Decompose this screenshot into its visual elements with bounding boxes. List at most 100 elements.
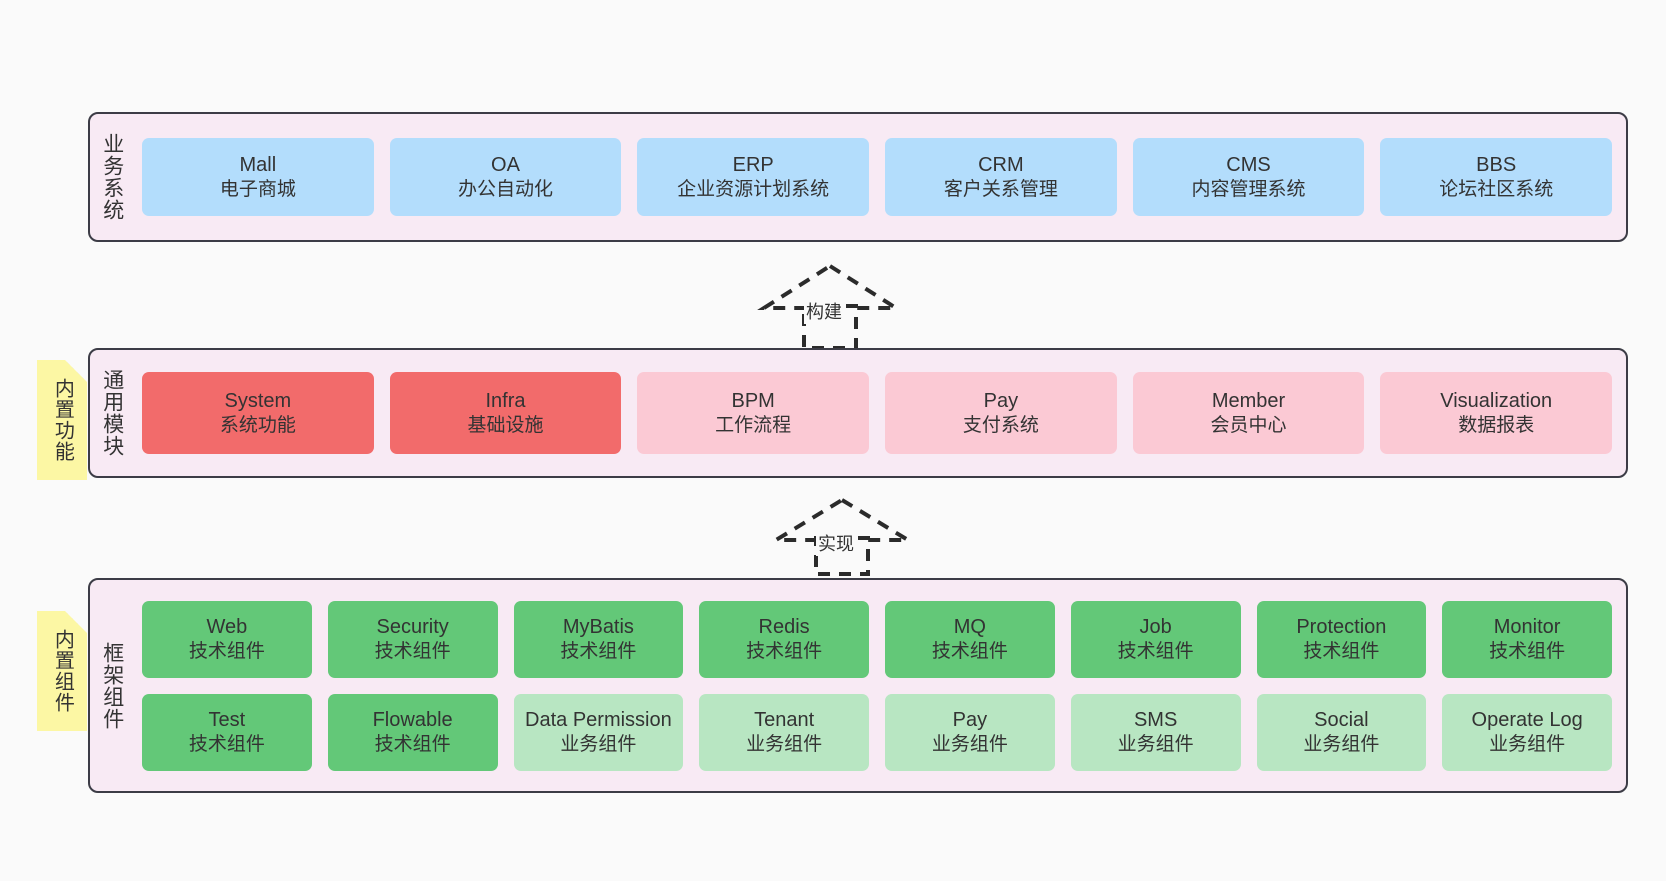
node-title-en: Pay: [983, 389, 1019, 412]
node-title-en: BPM: [731, 389, 775, 412]
node-row: Web 技术组件 Security 技术组件 MyBatis 技术组件 Redi…: [142, 600, 1612, 678]
node-title-en: Monitor: [1493, 615, 1561, 638]
node-title-cn: 技术组件: [374, 733, 451, 755]
sticky-note-builtin-components: 内置组件: [37, 611, 87, 731]
node-title-cn: 业务组件: [1117, 733, 1194, 755]
node-row: Mall 电子商城 OA 办公自动化 ERP 企业资源计划系统 CRM 客户关系…: [142, 138, 1613, 216]
sticky-note-builtin-features: 内置功能: [37, 360, 87, 480]
node-title-cn: 支付系统: [962, 414, 1039, 436]
node-title-cn: 工作流程: [715, 414, 792, 436]
connector-implement-label: 实现: [816, 530, 856, 556]
node-title-en: CMS: [1226, 153, 1271, 176]
node-title-en: Data Permission: [525, 708, 672, 731]
node-oa[interactable]: OA 办公自动化: [389, 138, 622, 216]
node-member[interactable]: Member 会员中心: [1132, 372, 1365, 454]
arrow-head-triangle: [768, 497, 916, 542]
node-title-en: Test: [208, 708, 246, 731]
node-title-en: SMS: [1133, 708, 1178, 731]
sticky-note-label: 内置组件: [51, 629, 74, 713]
node-title-en: Social: [1314, 708, 1369, 731]
node-title-cn: 技术组件: [1117, 640, 1194, 662]
layer-framework-component: 框架组件 Web 技术组件 Security 技术组件 MyBatis 技术组件…: [88, 578, 1628, 793]
node-title-en: Tenant: [754, 708, 815, 731]
node-crm[interactable]: CRM 客户关系管理: [885, 138, 1117, 216]
sticky-fold-corner: [65, 611, 87, 633]
node-title-cn: 业务组件: [560, 733, 637, 755]
node-title-cn: 客户关系管理: [943, 178, 1058, 200]
layer-body-common-module: System 系统功能 Infra 基础设施 BPM 工作流程 Pay 支付系统…: [134, 350, 1626, 476]
node-visualization[interactable]: Visualization 数据报表: [1380, 372, 1613, 454]
node-title-en: Protection: [1296, 615, 1387, 638]
node-pay-component[interactable]: Pay 业务组件: [885, 693, 1055, 771]
node-title-en: Visualization: [1440, 389, 1553, 412]
node-title-en: BBS: [1476, 153, 1517, 176]
node-bpm[interactable]: BPM 工作流程: [637, 372, 870, 454]
layer-business-system: 业务系统 Mall 电子商城 OA 办公自动化 ERP 企业资源计划系统 CRM…: [88, 112, 1628, 242]
node-sms[interactable]: SMS 业务组件: [1070, 693, 1241, 771]
node-title-cn: 技术组件: [931, 640, 1008, 662]
node-flowable[interactable]: Flowable 技术组件: [327, 693, 498, 771]
layer-title-business-system: 业务系统: [100, 133, 124, 221]
layer-body-framework-component: Web 技术组件 Security 技术组件 MyBatis 技术组件 Redi…: [134, 580, 1626, 791]
node-title-cn: 电子商城: [219, 178, 296, 200]
node-title-cn: 会员中心: [1210, 414, 1287, 436]
node-title-en: Mall: [239, 153, 277, 176]
node-cms[interactable]: CMS 内容管理系统: [1132, 138, 1365, 216]
node-row: Test 技术组件 Flowable 技术组件 Data Permission …: [142, 693, 1612, 771]
node-erp[interactable]: ERP 企业资源计划系统: [637, 138, 870, 216]
node-title-cn: 技术组件: [1303, 640, 1380, 662]
node-mybatis[interactable]: MyBatis 技术组件: [513, 600, 684, 678]
node-title-en: System: [224, 389, 292, 412]
layer-title-framework-component: 框架组件: [100, 641, 124, 730]
sticky-fold-corner: [65, 360, 87, 382]
node-title-en: Flowable: [372, 708, 453, 731]
node-title-cn: 技术组件: [188, 640, 265, 662]
node-web[interactable]: Web 技术组件: [142, 600, 312, 678]
node-mq[interactable]: MQ 技术组件: [885, 600, 1055, 678]
connector-implement-arrow: 实现: [768, 496, 916, 576]
node-title-cn: 技术组件: [374, 640, 451, 662]
node-security[interactable]: Security 技术组件: [327, 600, 498, 678]
node-pay[interactable]: Pay 支付系统: [885, 372, 1117, 454]
node-job[interactable]: Job 技术组件: [1070, 600, 1241, 678]
node-title-en: Redis: [758, 615, 810, 638]
node-title-en: MyBatis: [562, 615, 634, 638]
layer-body-business-system: Mall 电子商城 OA 办公自动化 ERP 企业资源计划系统 CRM 客户关系…: [134, 114, 1626, 240]
node-title-cn: 系统功能: [219, 414, 296, 436]
node-title-en: OA: [491, 153, 520, 176]
node-title-en: MQ: [953, 615, 986, 638]
node-infra[interactable]: Infra 基础设施: [389, 372, 622, 454]
node-title-cn: 业务组件: [746, 733, 823, 755]
node-social[interactable]: Social 业务组件: [1256, 693, 1427, 771]
node-title-cn: 内容管理系统: [1191, 178, 1306, 200]
node-title-en: ERP: [732, 153, 774, 176]
node-data-permission[interactable]: Data Permission 业务组件: [513, 693, 684, 771]
node-title-cn: 技术组件: [560, 640, 637, 662]
node-title-cn: 企业资源计划系统: [677, 178, 830, 200]
node-title-en: Operate Log: [1471, 708, 1583, 731]
node-title-en: CRM: [978, 153, 1024, 176]
node-bbs[interactable]: BBS 论坛社区系统: [1380, 138, 1613, 216]
node-tenant[interactable]: Tenant 业务组件: [699, 693, 869, 771]
node-mall[interactable]: Mall 电子商城: [142, 138, 374, 216]
layer-common-module: 通用模块 System 系统功能 Infra 基础设施 BPM 工作流程 Pay…: [88, 348, 1628, 478]
arrow-head-triangle: [757, 263, 903, 310]
node-title-en: Infra: [485, 389, 526, 412]
node-title-cn: 办公自动化: [458, 178, 554, 200]
connector-build-label: 构建: [804, 298, 844, 324]
node-title-cn: 技术组件: [1489, 640, 1566, 662]
node-title-en: Pay: [952, 708, 988, 731]
node-monitor[interactable]: Monitor 技术组件: [1442, 600, 1612, 678]
node-test[interactable]: Test 技术组件: [142, 693, 312, 771]
node-protection[interactable]: Protection 技术组件: [1256, 600, 1427, 678]
layer-title-common-module: 通用模块: [100, 369, 124, 457]
node-title-en: Member: [1211, 389, 1286, 412]
node-operate-log[interactable]: Operate Log 业务组件: [1442, 693, 1612, 771]
node-title-cn: 业务组件: [1489, 733, 1566, 755]
node-title-cn: 技术组件: [746, 640, 823, 662]
node-title-cn: 数据报表: [1458, 414, 1535, 436]
node-title-en: Security: [376, 615, 449, 638]
node-redis[interactable]: Redis 技术组件: [699, 600, 869, 678]
node-system[interactable]: System 系统功能: [142, 372, 374, 454]
node-title-en: Job: [1139, 615, 1172, 638]
